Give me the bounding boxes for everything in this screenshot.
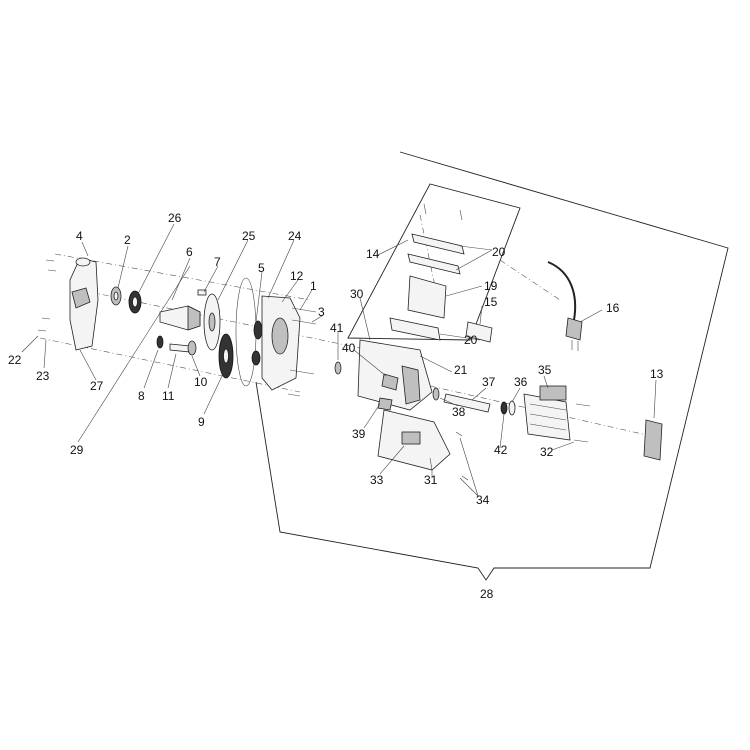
callout-38: 38	[452, 405, 466, 419]
callout-23: 23	[36, 369, 50, 383]
callout-34: 34	[476, 493, 490, 507]
part-2-bearing	[110, 286, 122, 306]
callout-8: 8	[138, 389, 145, 403]
callout-42: 42	[494, 443, 508, 457]
callout-9: 9	[198, 415, 205, 429]
leader-lines	[21, 223, 657, 497]
part-4-housing-cover	[69, 257, 99, 351]
callout-5: 5	[258, 261, 265, 275]
part-38-bearing	[432, 387, 440, 401]
part-10-small-gear	[187, 340, 197, 356]
callout-10: 10	[194, 375, 208, 389]
part-36-42-washers	[500, 400, 516, 416]
callout-7: 7	[214, 255, 221, 269]
callout-24: 24	[288, 229, 302, 243]
part-8-washer	[156, 335, 164, 349]
callout-1: 1	[310, 279, 317, 293]
part-9-gear	[218, 333, 234, 379]
part-40-brush-holder	[381, 373, 399, 391]
callout-2: 2	[124, 233, 131, 247]
part-41-washer	[334, 361, 342, 375]
callout-39: 39	[352, 427, 366, 441]
part-12-gear-housing	[261, 295, 301, 391]
part-39-switch	[377, 397, 393, 411]
part-33-housing	[377, 409, 451, 471]
callout-40: 40	[342, 341, 356, 355]
part-15-capacitor	[465, 321, 493, 343]
callout-30: 30	[350, 287, 364, 301]
callout-13: 13	[650, 367, 664, 381]
callout-14: 14	[366, 247, 380, 261]
part-13-end-cap	[643, 419, 663, 461]
callout-22: 22	[8, 353, 22, 367]
callout-12: 12	[290, 269, 304, 283]
part-26-bearing	[128, 290, 142, 314]
callout-20-bottom: 20	[464, 333, 478, 347]
callout-4: 4	[76, 229, 83, 243]
callout-labels: 1 2 3 4 5 6 7 8 9 10 11 12 13 14 15 16 1…	[8, 211, 664, 601]
callout-21: 21	[454, 363, 468, 377]
callout-19: 19	[484, 279, 498, 293]
assembly-28-boundary	[255, 151, 729, 581]
part-11-pin	[169, 343, 191, 353]
callout-32: 32	[540, 445, 554, 459]
callout-28: 28	[480, 587, 494, 601]
part-20-plate-top	[407, 233, 465, 275]
callout-33: 33	[370, 473, 384, 487]
callout-41: 41	[330, 321, 344, 335]
callout-26: 26	[168, 211, 182, 225]
part-30-motor-housing	[357, 339, 433, 411]
part-20-plate-bottom	[389, 317, 441, 341]
callout-20-top: 20	[492, 245, 506, 259]
callout-31: 31	[424, 473, 438, 487]
part-19-cover	[407, 275, 447, 319]
callout-27: 27	[90, 379, 104, 393]
part-14-screws	[423, 203, 463, 221]
part-24-gasket	[235, 277, 257, 387]
callout-11: 11	[162, 389, 175, 403]
callout-35: 35	[538, 363, 552, 377]
callout-15: 15	[484, 295, 498, 309]
part-37-armature	[443, 393, 491, 413]
part-25-gear	[203, 293, 221, 351]
part-6-rotor-shaft	[159, 305, 201, 331]
callout-37: 37	[482, 375, 496, 389]
part-7-key	[197, 289, 207, 296]
part-1-screws	[287, 307, 317, 397]
callout-3: 3	[318, 305, 325, 319]
part-31-screw	[429, 457, 433, 471]
callout-36: 36	[514, 375, 528, 389]
part-5-bearing	[251, 320, 263, 366]
callout-16: 16	[606, 301, 620, 315]
callout-6: 6	[186, 245, 193, 259]
part-35-motor	[523, 385, 571, 441]
part-32-screws	[573, 403, 591, 443]
callout-29: 29	[70, 443, 84, 457]
part-34-screws	[455, 431, 469, 481]
callout-25: 25	[242, 229, 256, 243]
part-22-23-screws	[37, 259, 57, 332]
part-16-power-cord	[547, 261, 583, 351]
